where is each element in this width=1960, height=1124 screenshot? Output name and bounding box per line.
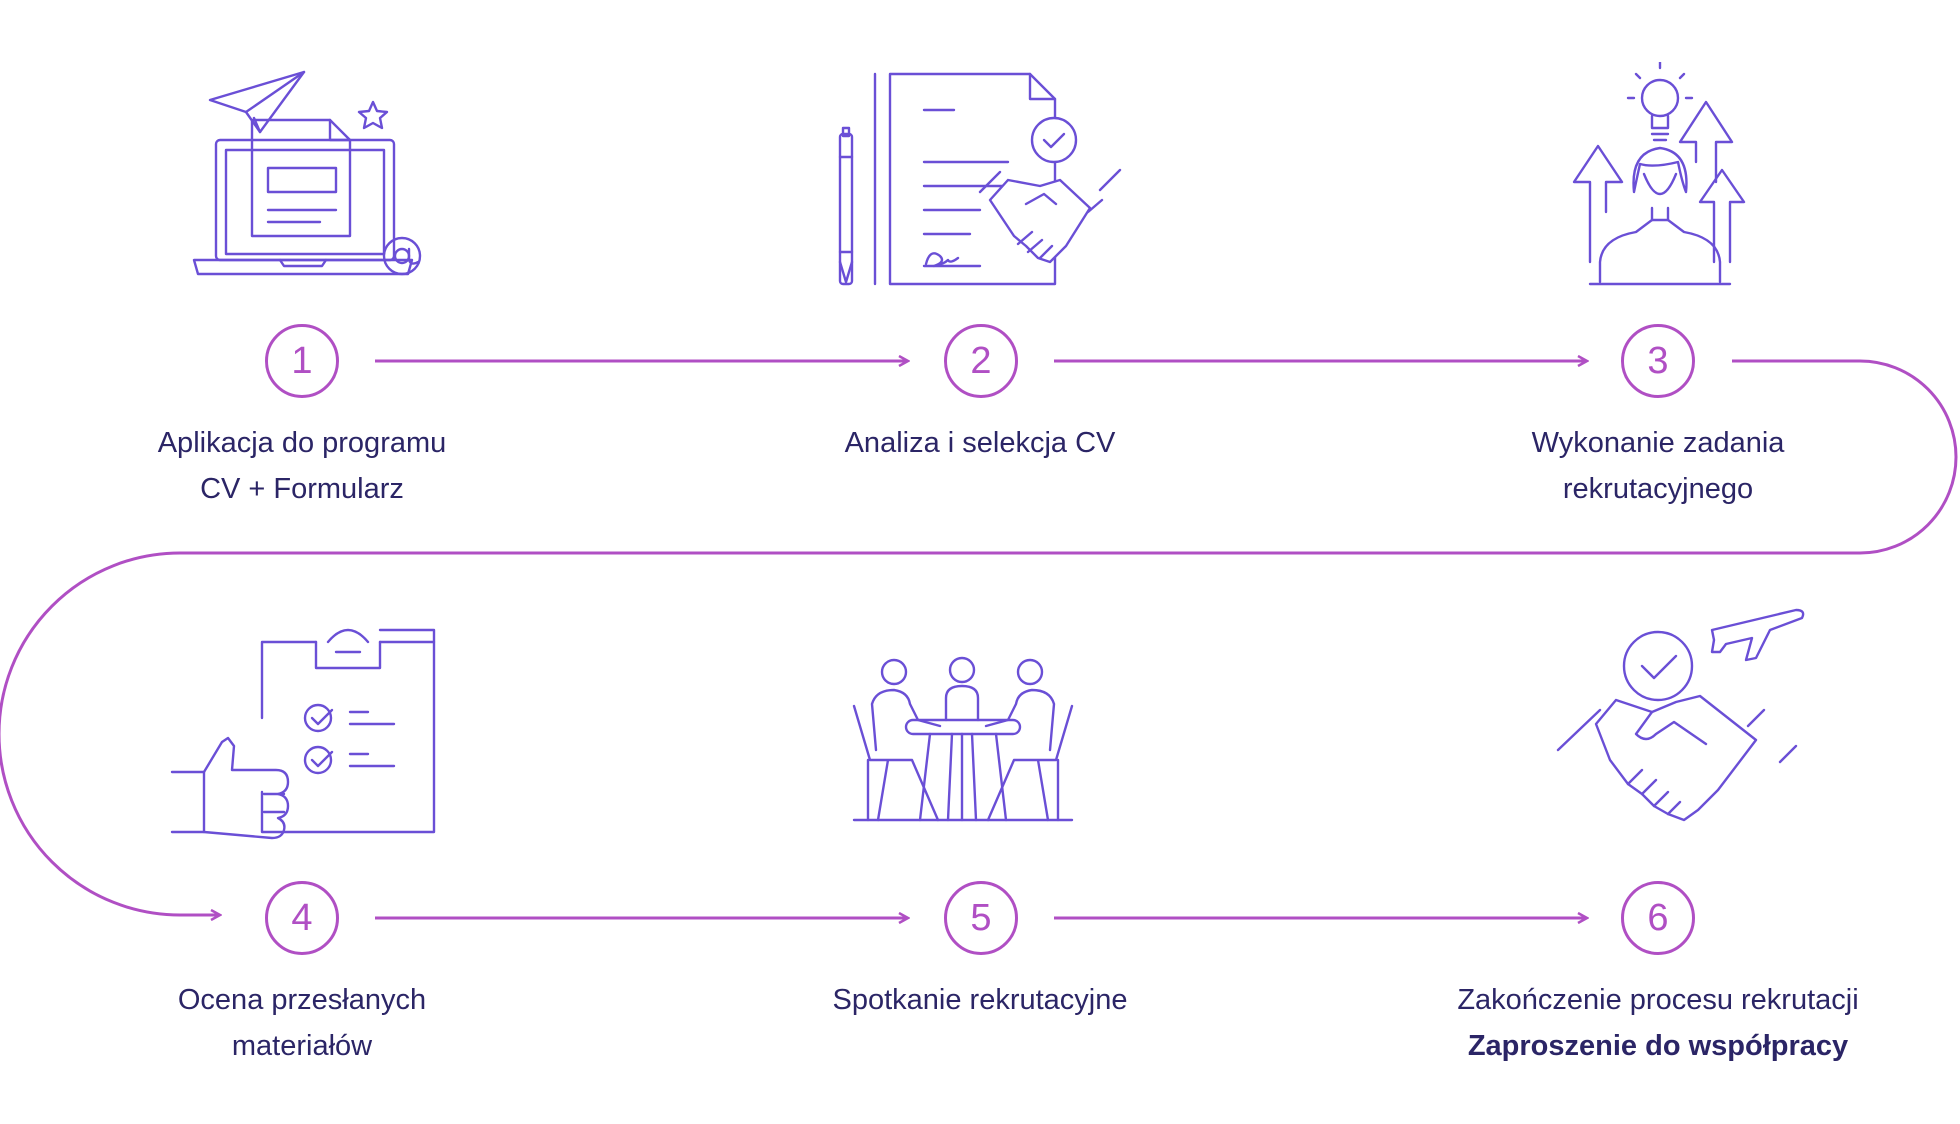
clipboard-thumbs-up-icon — [170, 628, 436, 840]
step-label-2: Analiza i selekcja CV — [720, 420, 1240, 466]
step-label-6-line1: Zakończenie procesu rekrutacji — [1457, 984, 1859, 1016]
step-label-1-line2: CV + Formularz — [200, 473, 404, 505]
step-label-5-line1: Spotkanie rekrutacyjne — [832, 984, 1128, 1016]
step-label-3: Wykonanie zadania rekrutacyjnego — [1398, 420, 1918, 512]
step-number-4: 4 — [265, 881, 339, 955]
contract-handshake-icon — [838, 72, 1122, 286]
step-number-3: 3 — [1621, 324, 1695, 398]
step-number-1: 1 — [265, 324, 339, 398]
step-label-4-line2: materiałów — [231, 1030, 373, 1062]
step-label-6-line2: Zaproszenie do współpracy — [1467, 1030, 1849, 1062]
step-label-4-line1: Ocena przesłanych — [177, 984, 427, 1016]
step-number-5: 5 — [944, 881, 1018, 955]
laptop-application-icon — [192, 70, 422, 276]
step-label-3-line2: rekrutacyjnego — [1562, 473, 1754, 505]
meeting-table-icon — [852, 656, 1074, 822]
handshake-plane-icon — [1556, 608, 1805, 822]
step-label-5: Spotkanie rekrutacyjne — [720, 977, 1240, 1023]
step-label-2-line1: Analiza i selekcja CV — [844, 427, 1116, 459]
step-label-1-line1: Aplikacja do programu — [157, 427, 447, 459]
step-label-3-line1: Wykonanie zadania — [1531, 427, 1785, 459]
person-idea-growth-icon — [1572, 62, 1746, 286]
step-label-4: Ocena przesłanych materiałów — [42, 977, 562, 1069]
step-number-2: 2 — [944, 324, 1018, 398]
step-label-6: Zakończenie procesu rekrutacji Zaproszen… — [1398, 977, 1918, 1069]
step-number-6: 6 — [1621, 881, 1695, 955]
step-label-1: Aplikacja do programu CV + Formularz — [42, 420, 562, 512]
curve-3-4 — [0, 359, 1958, 915]
